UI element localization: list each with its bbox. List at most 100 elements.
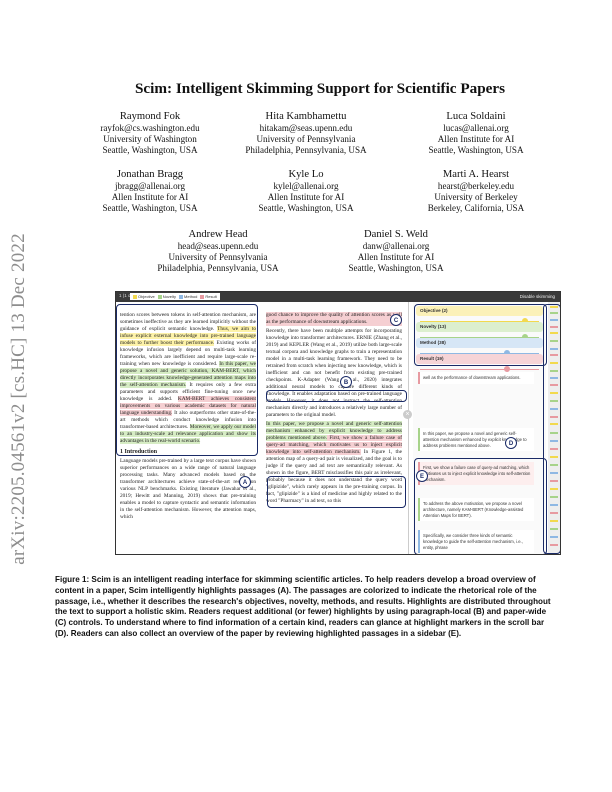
mid-paragraph-3: In this paper, we propose a novel and ge… bbox=[266, 421, 403, 504]
author-affiliation: University of Pennsylvania bbox=[256, 134, 356, 145]
facet-slider-3[interactable]: Result (19) bbox=[416, 354, 543, 372]
scroll-marker[interactable] bbox=[550, 400, 558, 402]
slider-track[interactable] bbox=[420, 320, 539, 322]
legend-swatch bbox=[179, 294, 184, 299]
facet-slider-1[interactable]: Novelty (13) bbox=[416, 322, 543, 340]
scroll-marker[interactable] bbox=[550, 456, 558, 458]
highlight-card-3[interactable]: To address the above motivation, we prop… bbox=[418, 498, 534, 522]
author-name: Andrew Head bbox=[188, 229, 248, 240]
scroll-marker[interactable] bbox=[550, 496, 558, 498]
author-location: Berkeley, California, USA bbox=[427, 203, 525, 214]
paper-column-right: good chance to improve the quality of at… bbox=[266, 312, 402, 507]
scroll-marker[interactable] bbox=[550, 416, 558, 418]
author-name: Raymond Fok bbox=[119, 111, 181, 122]
author-email[interactable]: head@seas.upenn.edu bbox=[177, 241, 259, 251]
slider-knob[interactable] bbox=[522, 318, 529, 324]
scroll-marker[interactable] bbox=[550, 362, 558, 364]
highlight-card-1[interactable]: In this paper, we propose a novel and ge… bbox=[418, 428, 534, 452]
author-affiliation: Allen Institute for AI bbox=[111, 192, 189, 203]
legend-item-2: Method bbox=[179, 294, 197, 299]
page-indicator: 1 (1 of 9) bbox=[119, 293, 138, 298]
scroll-marker[interactable] bbox=[550, 306, 558, 308]
arxiv-id: arXiv:2205.04561v2 [cs.HC] 13 Dec 2022 bbox=[8, 233, 29, 565]
scroll-marker[interactable] bbox=[550, 440, 558, 442]
close-icon[interactable]: × bbox=[403, 410, 412, 419]
slider-label: Result (19) bbox=[420, 356, 444, 361]
scroll-marker[interactable] bbox=[550, 392, 558, 394]
slider-knob[interactable] bbox=[504, 366, 511, 372]
legend-item-0: Objective bbox=[133, 294, 155, 299]
highlight-card-4[interactable]: Specifically, we consider three kinds of… bbox=[418, 530, 534, 554]
slider-track[interactable] bbox=[420, 336, 539, 338]
author-location: Seattle, Washington, USA bbox=[102, 203, 198, 214]
author-name: Daniel S. Weld bbox=[364, 229, 428, 240]
author-email[interactable]: hearst@berkeley.edu bbox=[437, 181, 515, 191]
paper-viewer: tention scores between tokens in self-at… bbox=[116, 302, 409, 554]
author-email[interactable]: danw@allenai.org bbox=[362, 241, 430, 251]
badge-b: B bbox=[340, 376, 352, 388]
author-location: Seattle, Washington, USA bbox=[428, 145, 524, 156]
author-email[interactable]: rayfok@cs.washington.edu bbox=[100, 123, 200, 133]
scroll-marker[interactable] bbox=[550, 319, 558, 321]
scroll-marker[interactable] bbox=[550, 377, 558, 379]
scroll-marker[interactable] bbox=[550, 504, 558, 506]
scroll-marker[interactable] bbox=[550, 528, 558, 530]
scroll-marker[interactable] bbox=[550, 464, 558, 466]
highlight-scrollbar[interactable] bbox=[548, 302, 560, 554]
author-affiliation: Allen Institute for AI bbox=[437, 134, 515, 145]
author-name: Marti A. Hearst bbox=[442, 169, 510, 180]
scroll-marker[interactable] bbox=[550, 432, 558, 434]
slider-knob[interactable] bbox=[504, 350, 511, 356]
scroll-marker[interactable] bbox=[550, 423, 558, 425]
scroll-marker[interactable] bbox=[550, 472, 558, 474]
mid-paragraph-1[interactable]: good chance to improve the quality of at… bbox=[266, 312, 402, 326]
annotation-box-d bbox=[543, 304, 560, 554]
slider-track[interactable] bbox=[420, 368, 539, 370]
disable-skimming-button[interactable]: Disable skimming bbox=[519, 293, 555, 299]
scroll-marker[interactable] bbox=[550, 354, 558, 356]
paper-title: Scim: Intelligent Skimming Support for S… bbox=[134, 80, 506, 97]
scroll-marker[interactable] bbox=[550, 332, 558, 334]
legend-item-3: Result bbox=[200, 294, 217, 299]
author-affiliation: University of Washington bbox=[103, 134, 197, 145]
scroll-marker[interactable] bbox=[550, 520, 558, 522]
legend-item-1: Novelty bbox=[157, 294, 176, 299]
slider-label: Objective (2) bbox=[420, 308, 448, 313]
highlight-card-0[interactable]: well as the performance of downstream ap… bbox=[418, 372, 534, 384]
slider-knob[interactable] bbox=[522, 334, 529, 340]
author-email[interactable]: jbragg@allenai.org bbox=[114, 181, 186, 191]
scroll-marker[interactable] bbox=[550, 488, 558, 490]
scroll-marker[interactable] bbox=[550, 326, 558, 328]
paper-column-left: tention scores between tokens in self-at… bbox=[120, 312, 256, 523]
scroll-marker[interactable] bbox=[550, 370, 558, 372]
scroll-marker[interactable] bbox=[550, 512, 558, 514]
slider-label: Novelty (13) bbox=[420, 324, 447, 329]
scroll-marker[interactable] bbox=[550, 348, 558, 350]
slider-track[interactable] bbox=[420, 352, 539, 354]
author-email[interactable]: hitakam@seas.upenn.edu bbox=[259, 123, 353, 133]
author-name: Luca Soldaini bbox=[446, 111, 506, 122]
mid-paragraph-2: Recently, there have been multiple attem… bbox=[266, 328, 402, 418]
annotation-box-hl bbox=[267, 476, 406, 508]
facet-slider-0[interactable]: Objective (2) bbox=[416, 306, 543, 324]
annotation-box-e bbox=[414, 458, 547, 554]
scroll-marker[interactable] bbox=[550, 408, 558, 410]
facet-slider-2[interactable]: Method (38) bbox=[416, 338, 543, 356]
author-email[interactable]: kylel@allenai.org bbox=[273, 181, 339, 191]
scroll-marker[interactable] bbox=[550, 312, 558, 314]
scroll-marker[interactable] bbox=[550, 448, 558, 450]
author-email[interactable]: lucas@allenai.org bbox=[443, 123, 509, 133]
arxiv-stamp: arXiv:2205.04561v2 [cs.HC] 13 Dec 2022 bbox=[4, 206, 34, 592]
scroll-marker[interactable] bbox=[550, 544, 558, 546]
scroll-marker[interactable] bbox=[550, 340, 558, 342]
scroll-marker[interactable] bbox=[550, 384, 558, 386]
highlight-sidebar: Objective (2) Novelty (13) Method (38)Resu… bbox=[403, 302, 546, 554]
scroll-marker[interactable] bbox=[550, 536, 558, 538]
scroll-marker[interactable] bbox=[550, 480, 558, 482]
